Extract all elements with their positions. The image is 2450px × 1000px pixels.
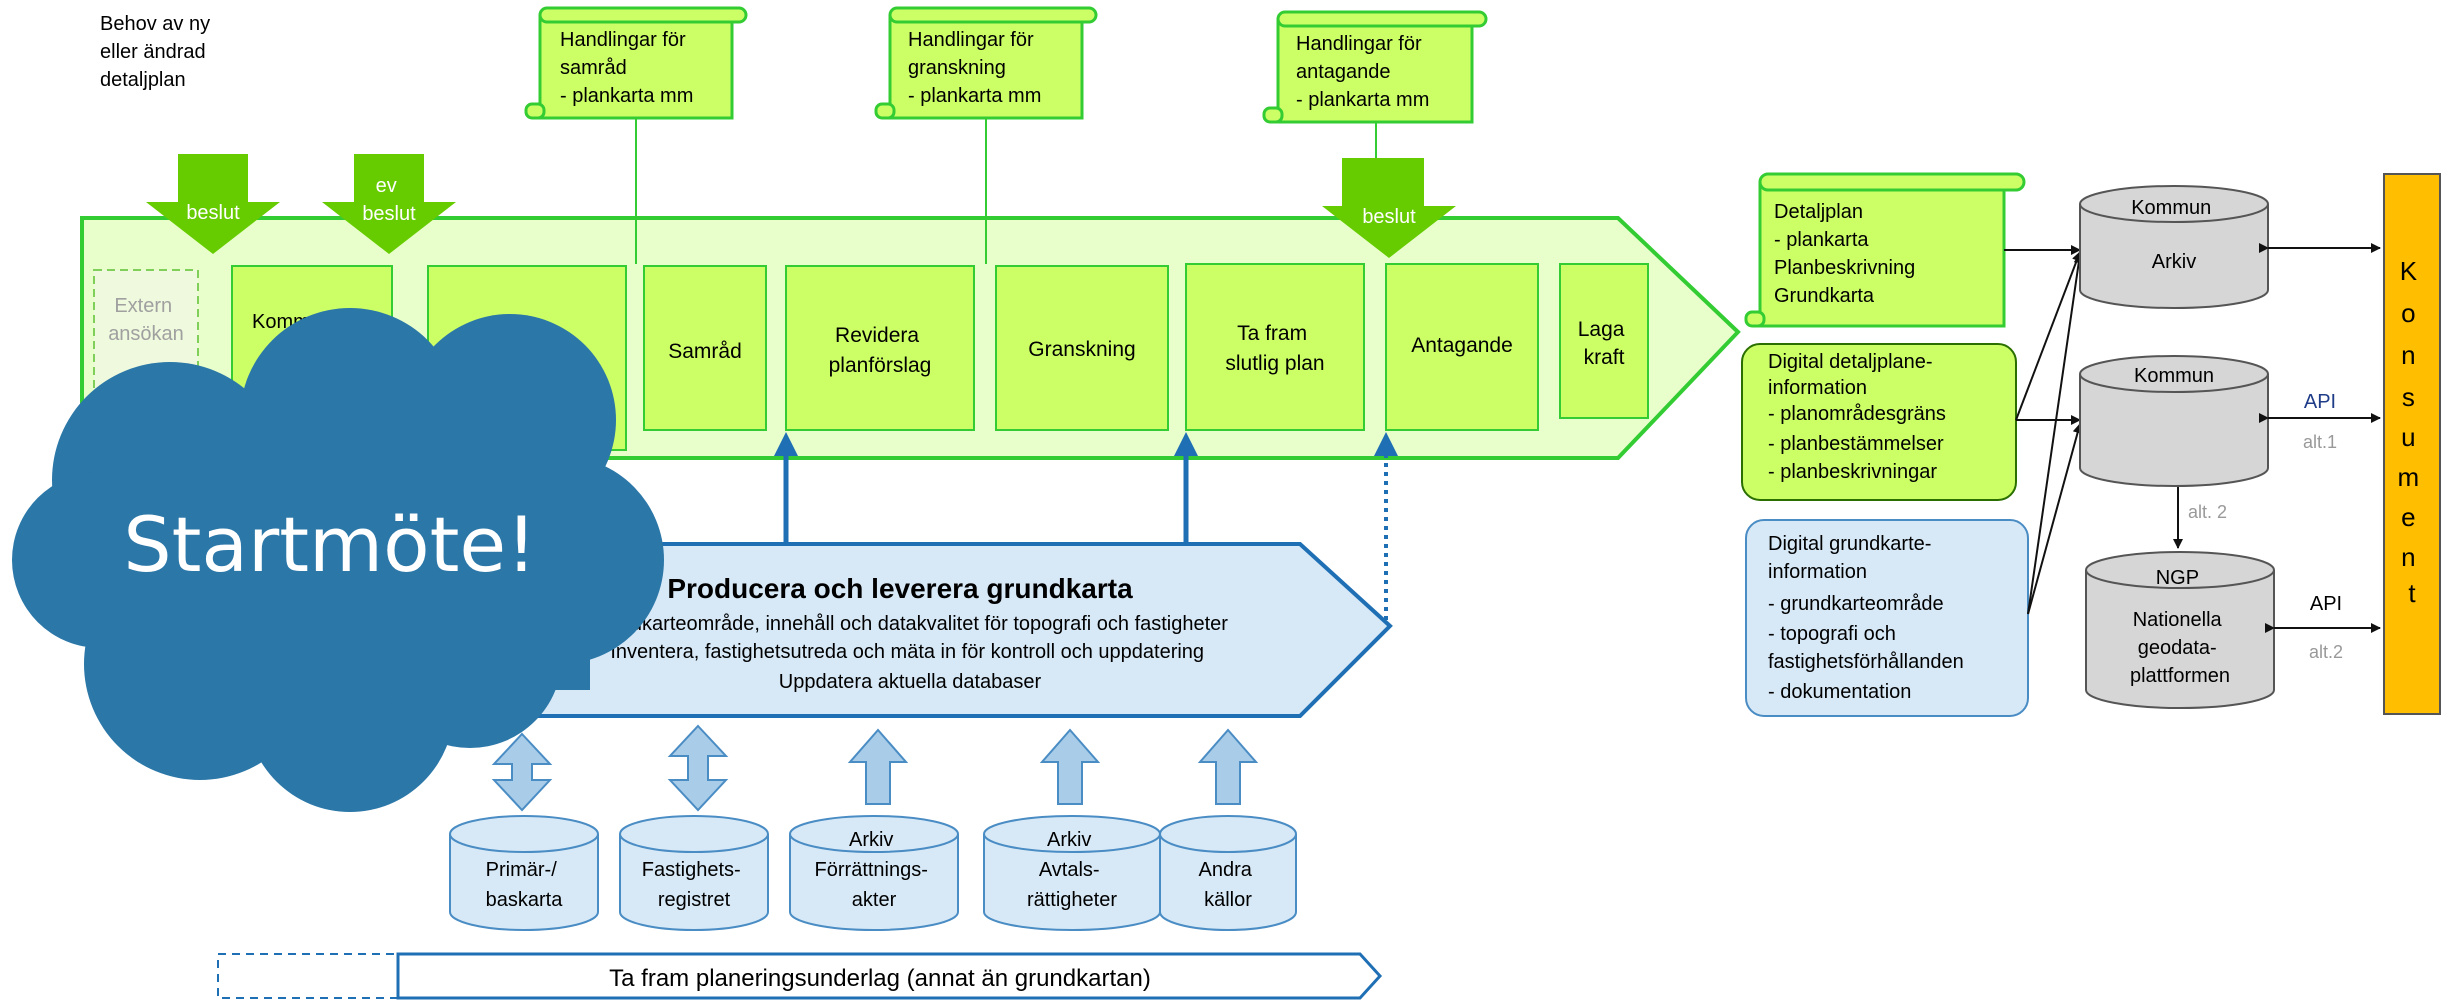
db-primar-baskarta: Primär-/ baskarta [449,815,599,931]
svg-text:Kommun Arkiv: Kommun Arkiv [2131,197,2217,273]
digital-grundkarta-box: Digital grundkarte- information - grundk… [1745,519,2029,717]
process-step-granskning: Granskning [995,265,1169,431]
svg-text:Revidera planförslag: Revidera planförslag [829,324,932,377]
digital-detaljplan-box: Digital detaljplane- information - plano… [1741,343,2017,501]
konsument-bar: K o n s u m e n t [2383,173,2441,715]
svg-text:Arkiv Förrättnings-: Arkiv Förrättnings- akter [815,829,934,911]
startmote-cloud [12,308,664,812]
svg-text:Laga kraft: Laga kraft [1578,318,1631,369]
grundkarta-lines: Grundkarteområde, innehåll och datakvali… [586,613,1233,693]
grundkarta-title: Producera och leverera grundkarta [667,573,1133,604]
decision-arrow-beslut-1: beslut [146,154,280,254]
decision-arrow-beslut-2: beslut [1322,158,1456,258]
svg-text:NGP Nationella geo: NGP Nationella geodata- plattformen [2130,567,2230,687]
db-fastighetsregistret: Fastighets- registret [619,815,769,931]
scroll-samrad: Handlingar för samråd - plankarta mm [524,6,748,120]
db-ngp: NGP Nationella geodata- plattformen [2085,551,2275,709]
scroll-samrad-text: Handlingar för samråd - plankarta mm [560,29,693,107]
right-connectors [2004,245,2183,615]
svg-text:Antagande: Antagande [1411,334,1513,357]
digital-detaljplan-text: Digital detaljplane- information - plano… [1768,351,1951,483]
label-api-2: API [2310,593,2342,615]
db-andra-kallor: Andra källor [1159,815,1297,931]
svg-text:beslut: beslut [1362,206,1416,228]
bottom-bar: Ta fram planeringsunderlag (annat än gru… [217,952,1383,1000]
process-step-revidera: Revidera planförslag [785,265,975,431]
svg-text:Arkiv Avtals- rätt: Arkiv Avtals- rättigheter [1027,829,1117,911]
konsument-label: K o n s u m e n t [2398,256,2427,608]
scroll-antagande-text: Handlingar för antagande - plankarta mm [1296,33,1429,111]
svg-text:ev beslut: ev beslut [362,175,416,225]
db-arkiv-forrattningsakter: Arkiv Förrättnings- akter [789,815,959,931]
label-alt-2b: alt.2 [2309,642,2343,662]
scroll-detaljplan: Detaljplan - plankarta Planbeskrivning G… [1744,172,2026,328]
process-step-antagande: Antagande [1385,263,1539,431]
konsument-connectors [2259,243,2381,633]
double-arrow-primar [491,732,553,812]
db-kommun: Kommun [2079,355,2269,487]
process-step-samrad: Samråd [643,265,767,431]
label-alt-2: alt. 2 [2188,502,2227,522]
double-arrow-fastighets [667,724,729,812]
scroll-granskning-text: Handlingar för granskning - plankarta mm [908,29,1041,107]
up-arrow-forrattning [847,728,909,805]
startmote-label: Startmöte! [123,500,537,589]
grundkarta-connector-samrad [774,432,798,544]
svg-text:Kommun: Kommun [2134,365,2214,387]
scroll-granskning: Handlingar för granskning - plankarta mm [874,6,1098,120]
svg-text:Primär-/ baskarta: Primär-/ baskarta [486,859,564,911]
process-step-laga-kraft: Laga kraft [1559,263,1649,419]
decision-arrow-ev-beslut: ev beslut [322,154,456,254]
db-arkiv-avtalsrattigheter: Arkiv Avtals- rättigheter [983,815,1161,931]
up-arrow-andra [1197,728,1259,805]
svg-text:Fastighets- registret: Fastighets- registret [642,859,747,911]
svg-text:beslut: beslut [186,202,240,224]
label-alt-1: alt.1 [2303,432,2337,452]
svg-text:Granskning: Granskning [1028,338,1135,361]
grundkarta-connector-slutlig [1174,432,1198,544]
grundkarta-panel: Producera och leverera grundkarta Grundk… [518,542,1393,718]
digital-grundkarta-text: Digital grundkarte- information - grundk… [1768,533,1969,703]
db-kommun-arkiv: Kommun Arkiv [2079,185,2269,309]
scroll-antagande: Handlingar för antagande - plankarta mm [1262,10,1488,124]
svg-text:Extern ansökan: Extern ansökan [108,295,184,345]
scroll-detaljplan-text: Detaljplan - plankarta Planbeskrivning G… [1774,201,1921,307]
svg-text:Ta fram slutlig plan: Ta fram slutlig plan [1225,322,1324,375]
svg-text:Samråd: Samråd [668,340,742,363]
top-left-note: Behov av ny eller ändrad detaljplan [100,13,216,91]
grundkarta-connector-antagande [1374,432,1398,620]
up-arrow-avtal [1039,728,1101,805]
label-api-1: API [2304,391,2336,413]
svg-text:Andra källor: Andra källor [1199,859,1258,911]
bottom-bar-label: Ta fram planeringsunderlag (annat än gru… [609,965,1151,992]
process-step-ta-fram-slutlig-plan: Ta fram slutlig plan [1185,263,1365,431]
